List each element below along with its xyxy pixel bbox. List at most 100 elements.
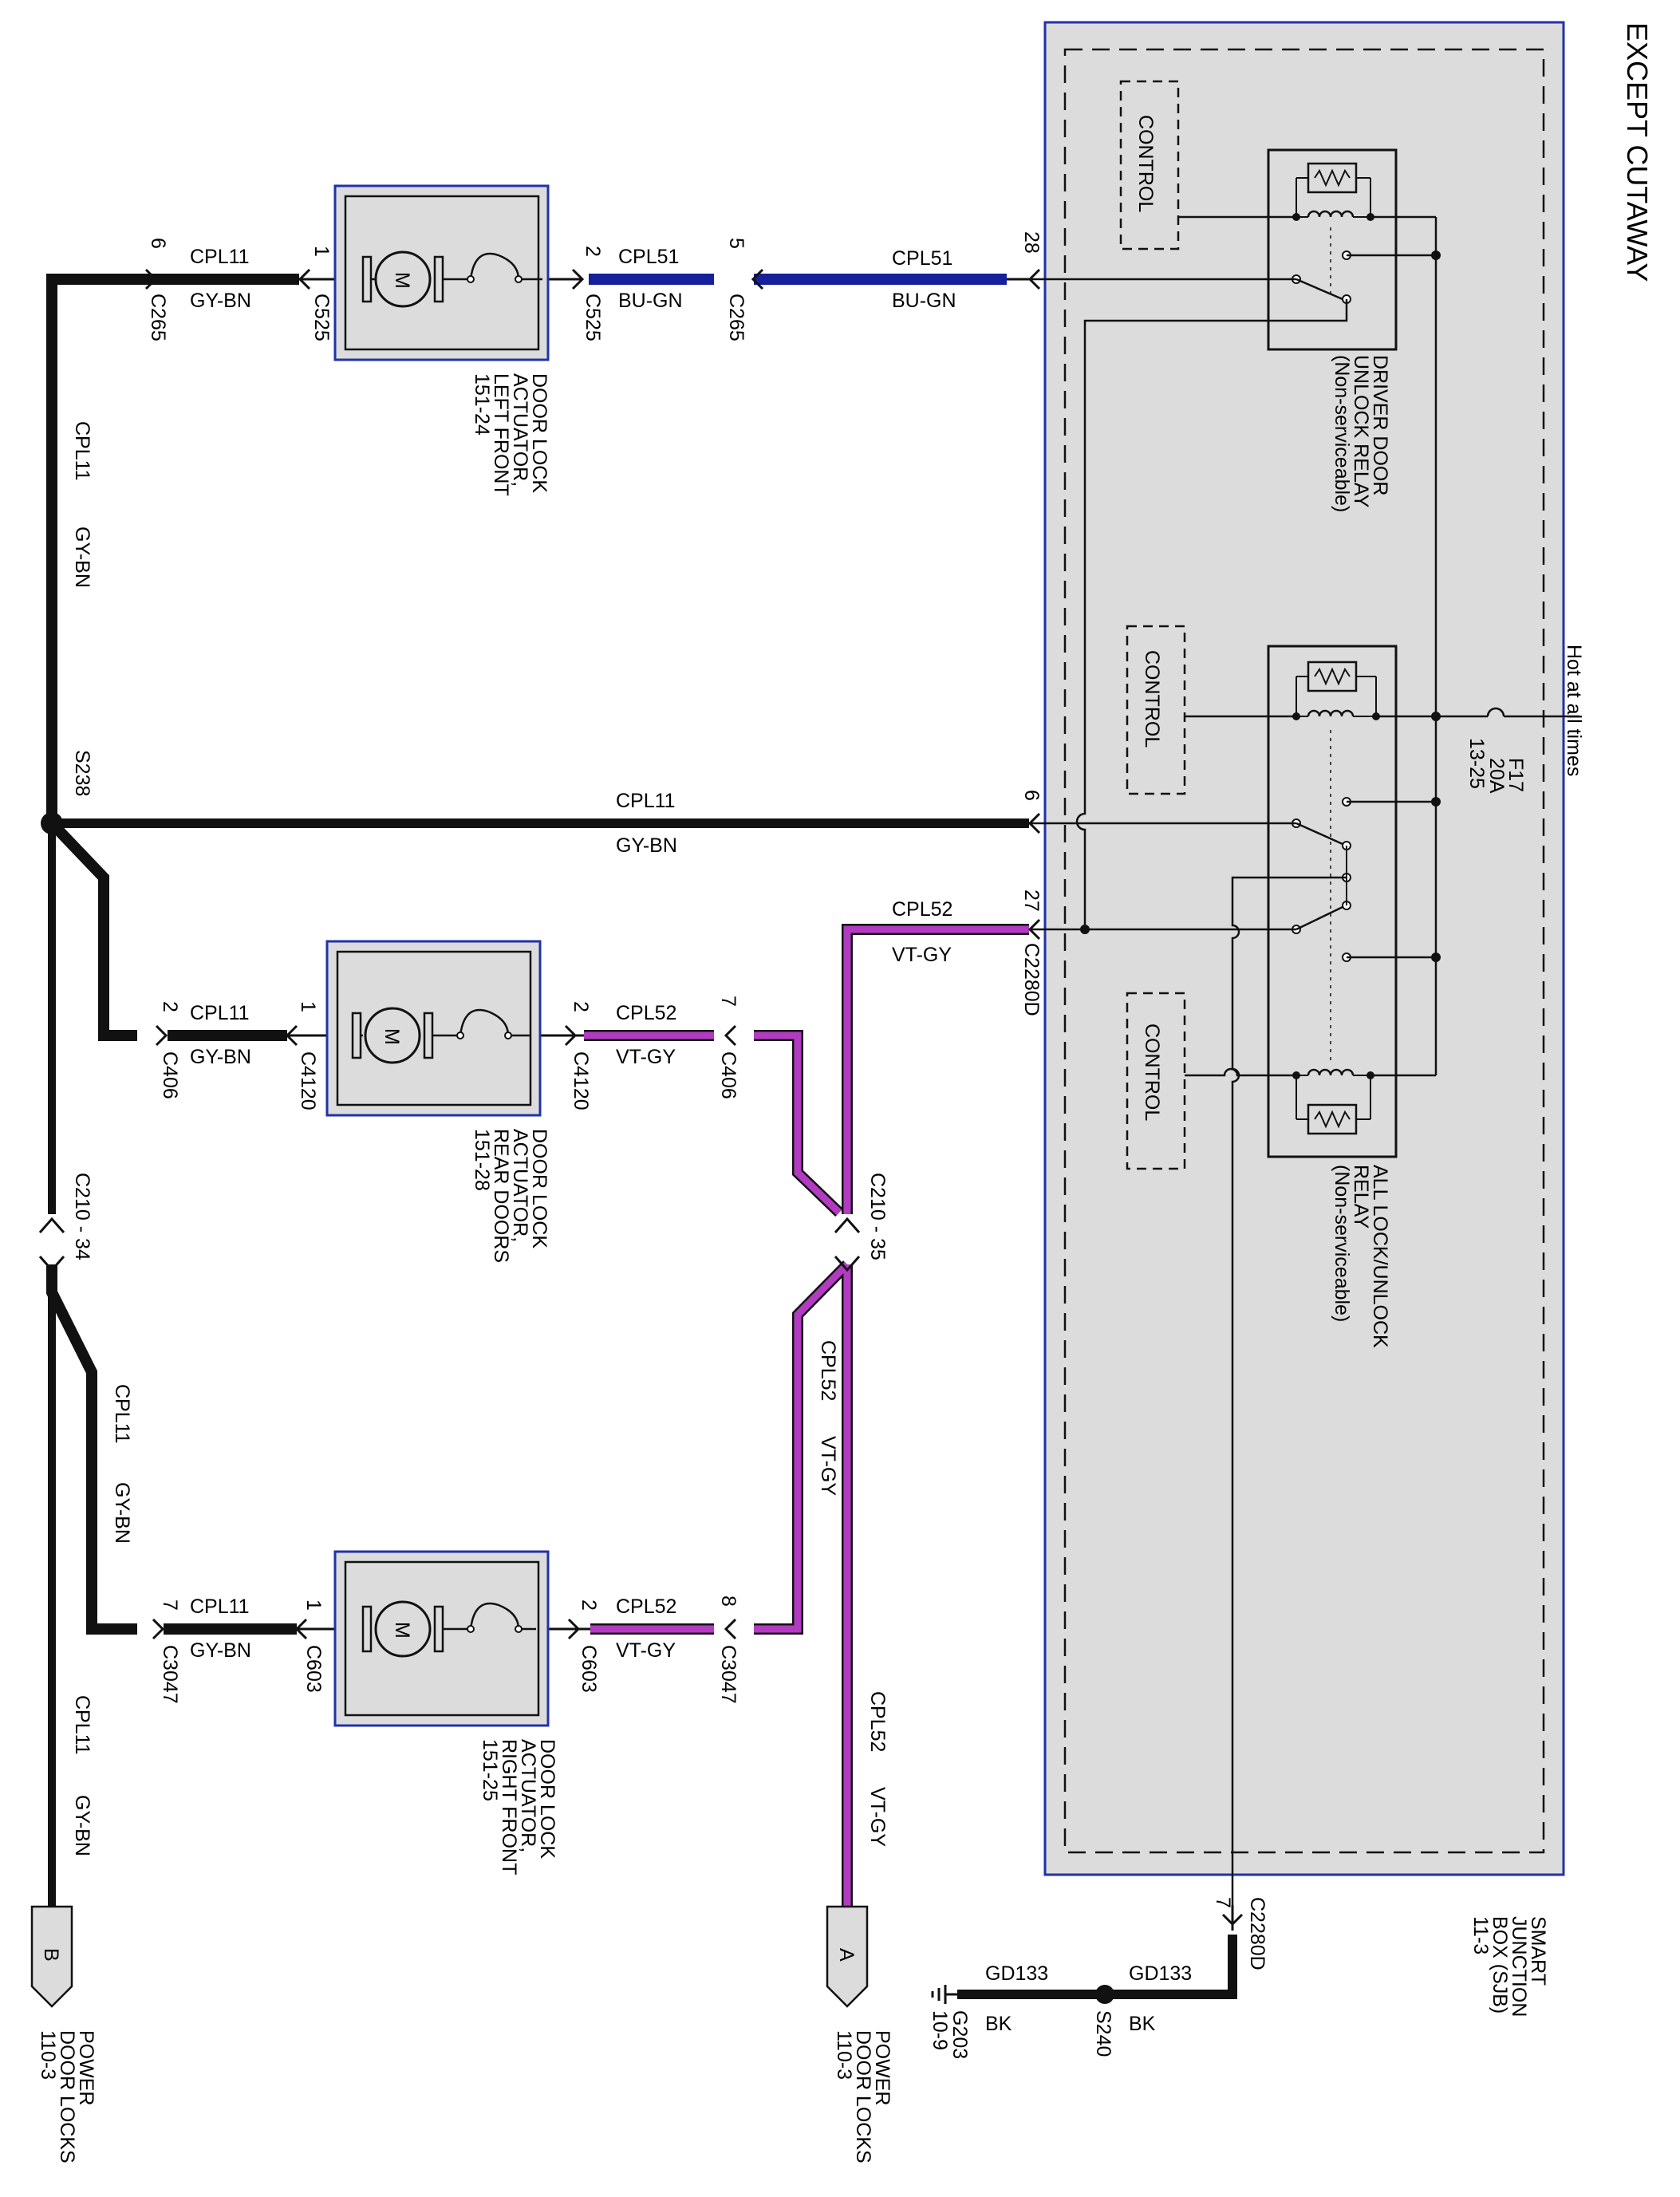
svg-text:28: 28 [1020, 231, 1043, 254]
svg-text:VT-GY: VT-GY [616, 1046, 676, 1068]
svg-text:CPL11: CPL11 [111, 1384, 133, 1444]
svg-text:C210 - 34: C210 - 34 [71, 1173, 93, 1260]
svg-text:CPL11: CPL11 [71, 1695, 93, 1755]
svg-text:GY-BN: GY-BN [71, 527, 93, 588]
svg-text:CPL52: CPL52 [817, 1340, 839, 1401]
page-title: EXCEPT CUTAWAY [1621, 22, 1654, 282]
motor-icon [364, 1007, 421, 1064]
svg-text:VT-GY: VT-GY [616, 1639, 676, 1662]
svg-text:7: 7 [1212, 1897, 1234, 1908]
svg-text:CPL52: CPL52 [616, 1002, 676, 1024]
svg-text:CPL11: CPL11 [190, 246, 250, 268]
splice-s238-dot [41, 812, 63, 834]
svg-text:1: 1 [297, 1001, 319, 1012]
svg-text:S238: S238 [71, 750, 93, 796]
actuator-left-front: M [333, 184, 550, 361]
svg-text:POWER: POWER [871, 2030, 893, 2105]
svg-text:C3047: C3047 [159, 1645, 181, 1704]
offpage-connector-b[interactable]: B POWER DOOR LOCKS 110-3 [30, 1905, 97, 2163]
sjb-internal-wiring [1029, 215, 1579, 1905]
svg-text:C265: C265 [147, 294, 169, 341]
svg-text:DRIVER DOOR: DRIVER DOOR [1369, 355, 1391, 495]
svg-text:GY-BN: GY-BN [111, 1482, 133, 1544]
svg-text:CPL11: CPL11 [616, 790, 676, 812]
svg-text:CPL11: CPL11 [190, 1002, 250, 1024]
svg-text:CPL51: CPL51 [892, 247, 952, 270]
svg-text:151-24: 151-24 [471, 373, 493, 436]
svg-text:(Non-serviceable): (Non-serviceable) [1331, 355, 1353, 512]
svg-text:2: 2 [570, 1001, 592, 1012]
svg-text:11-3: 11-3 [1469, 1916, 1492, 1954]
sjb-junction-dots [1080, 250, 1441, 962]
motor-symbol: M [391, 1622, 413, 1639]
fuse-ref: 13-25 [1465, 738, 1488, 789]
svg-text:C525: C525 [310, 294, 333, 341]
svg-text:10-9: 10-9 [929, 2010, 951, 2050]
actuator-rr-label: DOOR LOCK ACTUATOR, REAR DOORS 151-28 [471, 1129, 550, 1263]
svg-text:5: 5 [725, 238, 747, 249]
splice-s240-dot [1095, 1985, 1114, 2004]
svg-text:CPL52: CPL52 [892, 898, 952, 921]
all-lock-unlock-relay [1267, 645, 1398, 1158]
svg-text:C406: C406 [717, 1051, 739, 1099]
offpage-connector-a[interactable]: A POWER DOOR LOCKS 110-3 [826, 1905, 893, 2163]
hot-at-all-times-label: Hot at all times [1563, 645, 1585, 776]
svg-text:C603: C603 [302, 1645, 325, 1693]
fuse-rating: 20A [1485, 758, 1508, 794]
motor-icon [374, 250, 432, 308]
svg-text:GY-BN: GY-BN [616, 834, 677, 857]
driver-door-unlock-relay [1267, 148, 1398, 351]
svg-text:BOX (SJB): BOX (SJB) [1489, 1916, 1511, 2014]
svg-text:C525: C525 [582, 294, 604, 341]
wire-gd133 [931, 1905, 1237, 2004]
svg-text:DOOR LOCKS: DOOR LOCKS [852, 2030, 874, 2163]
svg-text:C4120: C4120 [297, 1051, 319, 1110]
fuse-f17: F17 20A 13-25 [1465, 738, 1527, 794]
svg-text:BU-GN: BU-GN [892, 290, 956, 312]
wire-cpl11-main-vertical [46, 274, 1029, 1907]
actuator-rf-label: DOOR LOCK ACTUATOR, RIGHT FRONT 151-25 [479, 1739, 558, 1875]
svg-text:C3047: C3047 [717, 1645, 739, 1704]
svg-text:G203: G203 [948, 2010, 971, 2059]
svg-text:7: 7 [159, 1599, 181, 1611]
svg-text:VT-GY: VT-GY [892, 944, 952, 966]
svg-text:LEFT FRONT: LEFT FRONT [490, 373, 512, 496]
fuse-id: F17 [1505, 758, 1527, 792]
control-label-1: CONTROL [1134, 115, 1157, 212]
control-box-2: CONTROL [1126, 625, 1186, 795]
control-box-3: CONTROL [1126, 992, 1186, 1170]
svg-text:VT-GY: VT-GY [866, 1787, 889, 1847]
svg-text:C265: C265 [725, 294, 747, 341]
svg-text:ACTUATOR,: ACTUATOR, [517, 1739, 539, 1852]
svg-text:C2280D: C2280D [1246, 1897, 1268, 1970]
all-lock-relay-label: ALL LOCK/UNLOCK RELAY (Non-serviceable) [1331, 1165, 1391, 1348]
svg-text:CPL11: CPL11 [71, 421, 93, 481]
svg-text:110-3: 110-3 [37, 2030, 59, 2080]
svg-text:C603: C603 [578, 1645, 600, 1693]
wire-labels: CPL11 GY-BN CPL51 BU-GN CPL51 BU-GN CPL1… [71, 246, 1192, 2035]
svg-text:GY-BN: GY-BN [190, 1639, 251, 1662]
motor-icon [374, 1600, 432, 1658]
svg-text:SMART: SMART [1527, 1916, 1549, 1986]
offpage-b-letter: B [40, 1948, 62, 1962]
svg-text:UNLOCK RELAY: UNLOCK RELAY [1350, 355, 1372, 508]
wire-cpl52 [530, 924, 1029, 1907]
svg-text:1: 1 [310, 246, 333, 257]
svg-text:C4120: C4120 [570, 1051, 592, 1110]
svg-text:GD133: GD133 [985, 1962, 1048, 1985]
svg-text:(Non-serviceable): (Non-serviceable) [1331, 1165, 1353, 1322]
control-label-2: CONTROL [1141, 650, 1163, 747]
svg-text:S240: S240 [1092, 2010, 1114, 2057]
svg-text:GY-BN: GY-BN [190, 290, 251, 312]
svg-text:ACTUATOR,: ACTUATOR, [509, 1129, 531, 1242]
svg-text:GY-BN: GY-BN [71, 1795, 93, 1856]
svg-text:2: 2 [582, 246, 604, 257]
offpage-a-letter: A [835, 1948, 858, 1962]
connector-labels: 6 C265 1 C525 2 C525 5 C265 28 S238 6 27… [71, 231, 1268, 2059]
motor-symbol: M [391, 272, 413, 289]
svg-text:C406: C406 [159, 1051, 181, 1099]
svg-text:8: 8 [717, 1595, 739, 1607]
sjb-label: SMART JUNCTION BOX (SJB) 11-3 [1469, 1916, 1549, 2017]
control-label-3: CONTROL [1141, 1024, 1163, 1121]
